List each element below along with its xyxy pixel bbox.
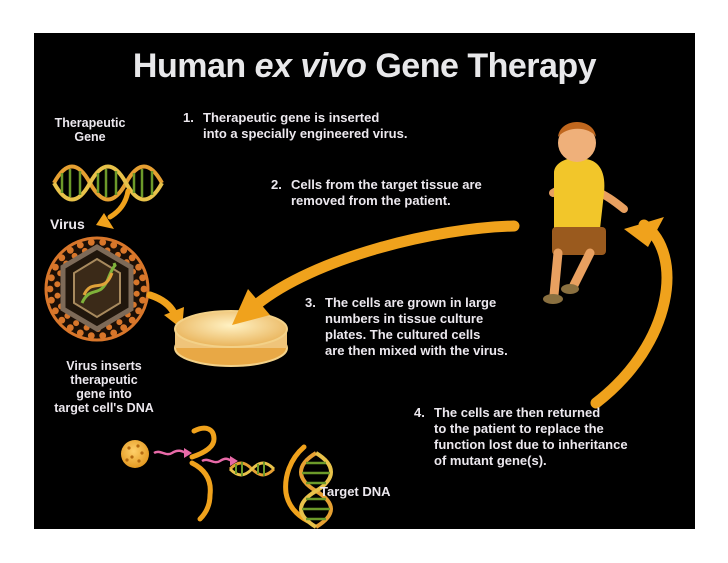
virus-inserts-line-1: Virus inserts [66,359,142,373]
virus-surface-dot [52,307,59,315]
therapeutic-gene-dna-icon [52,164,164,202]
virus-surface-dot [139,296,146,304]
virus-surface-dot [139,274,146,282]
virus-surface-dot [110,241,118,249]
gene-segment-dna-icon [228,461,276,477]
step-4-line-3: function lost due to inheritance [434,437,628,452]
cell-membrane-icon [189,425,311,524]
virus-surface-dot [135,263,142,271]
virus-surface-dot [76,241,84,249]
virus-surface-dot [140,285,148,293]
step-1-line-2: into a specially engineered virus. [203,126,408,141]
step-3: 3. The cells are grown in large numbers i… [305,295,508,359]
virus-surface-dot [133,279,140,286]
virus-surface-dot [73,320,80,327]
virus-inserts-label: Virus inserts therapeutic gene into targ… [44,359,164,415]
step-2: 2. Cells from the target tissue are remov… [271,177,482,209]
virus-surface-dot [66,246,74,254]
patient-child-icon [543,122,628,304]
step-1-line-1: Therapeutic gene is inserted [203,110,380,125]
virus-inserts-line-2: therapeutic [70,373,138,387]
step-4: 4. The cells are then returned to the pat… [414,405,628,469]
virus-surface-dot [54,281,61,288]
virus-surface-dot [46,285,54,293]
step-3-line-4: are then mixed with the virus. [325,343,508,358]
virus-surface-dot [87,238,95,246]
target-dna-icon [299,451,333,529]
therapeutic-gene-label-line-2: Gene [74,130,106,144]
virus-surface-dot [66,324,74,332]
step-4-line-1: The cells are then returned [434,405,601,420]
virus-inserts-line-3: gene into [76,387,132,401]
virus-surface-dot [54,292,61,299]
virus-surface-dot [110,329,118,337]
virus-surface-dot [120,324,128,332]
virus-surface-dot [120,246,128,254]
plate-to-patient-arrow-icon [590,217,673,409]
virus-surface-dot [48,274,55,282]
virus-surface-dot [48,296,55,304]
title-part-2: ex vivo [254,47,367,85]
step-3-line-1: The cells are grown in large [325,295,497,310]
diagram-artwork [44,122,673,529]
target-dna-label: Target DNA [320,484,391,499]
virus-surface-dot [58,254,66,262]
virus-surface-dot [116,319,123,326]
therapeutic-gene-label-line-1: Therapeutic [54,116,126,130]
step-1-number: 1. [183,110,194,125]
virus-surface-dot [99,238,107,246]
step-4-line-4: of mutant gene(s). [434,453,547,468]
virus-surface-dot [52,263,59,271]
step-2-number: 2. [271,177,282,192]
virus-label: Virus [50,216,85,232]
inserted-gene-icon [153,448,238,466]
gene-to-virus-arrow-icon [96,188,131,229]
diagram-panel: Human ex vivo Gene Therapy Therapeutic G… [34,33,695,529]
virus-inserts-line-4: target cell's DNA [54,401,154,415]
step-2-line-2: removed from the patient. [291,193,451,208]
page-title: Human ex vivo Gene Therapy [34,47,695,86]
virus-surface-dot [76,329,84,337]
virus-icon [44,236,150,342]
therapeutic-gene-label: Therapeutic Gene [50,116,130,144]
virus-surface-dot [99,332,107,340]
step-4-line-2: to the patient to replace the [434,421,604,436]
virus-surface-dot [133,290,140,297]
tissue-culture-plate-icon [174,310,288,367]
small-virus-icon [121,440,149,468]
step-1: 1. Therapeutic gene is inserted into a sp… [183,110,407,142]
virus-surface-dot [128,316,136,324]
virus-surface-dot [135,307,142,315]
virus-surface-dot [128,254,136,262]
step-3-number: 3. [305,295,316,310]
virus-surface-dot [87,332,95,340]
step-3-line-3: plates. The cultured cells [325,327,481,342]
step-3-line-2: numbers in tissue culture [325,311,484,326]
step-2-line-1: Cells from the target tissue are [291,177,482,192]
title-part-1: Human [132,47,255,85]
step-4-number: 4. [414,405,425,420]
title-part-3: Gene Therapy [366,47,597,85]
virus-surface-dot [58,316,66,324]
patient-to-plate-arrow-icon [232,220,520,325]
